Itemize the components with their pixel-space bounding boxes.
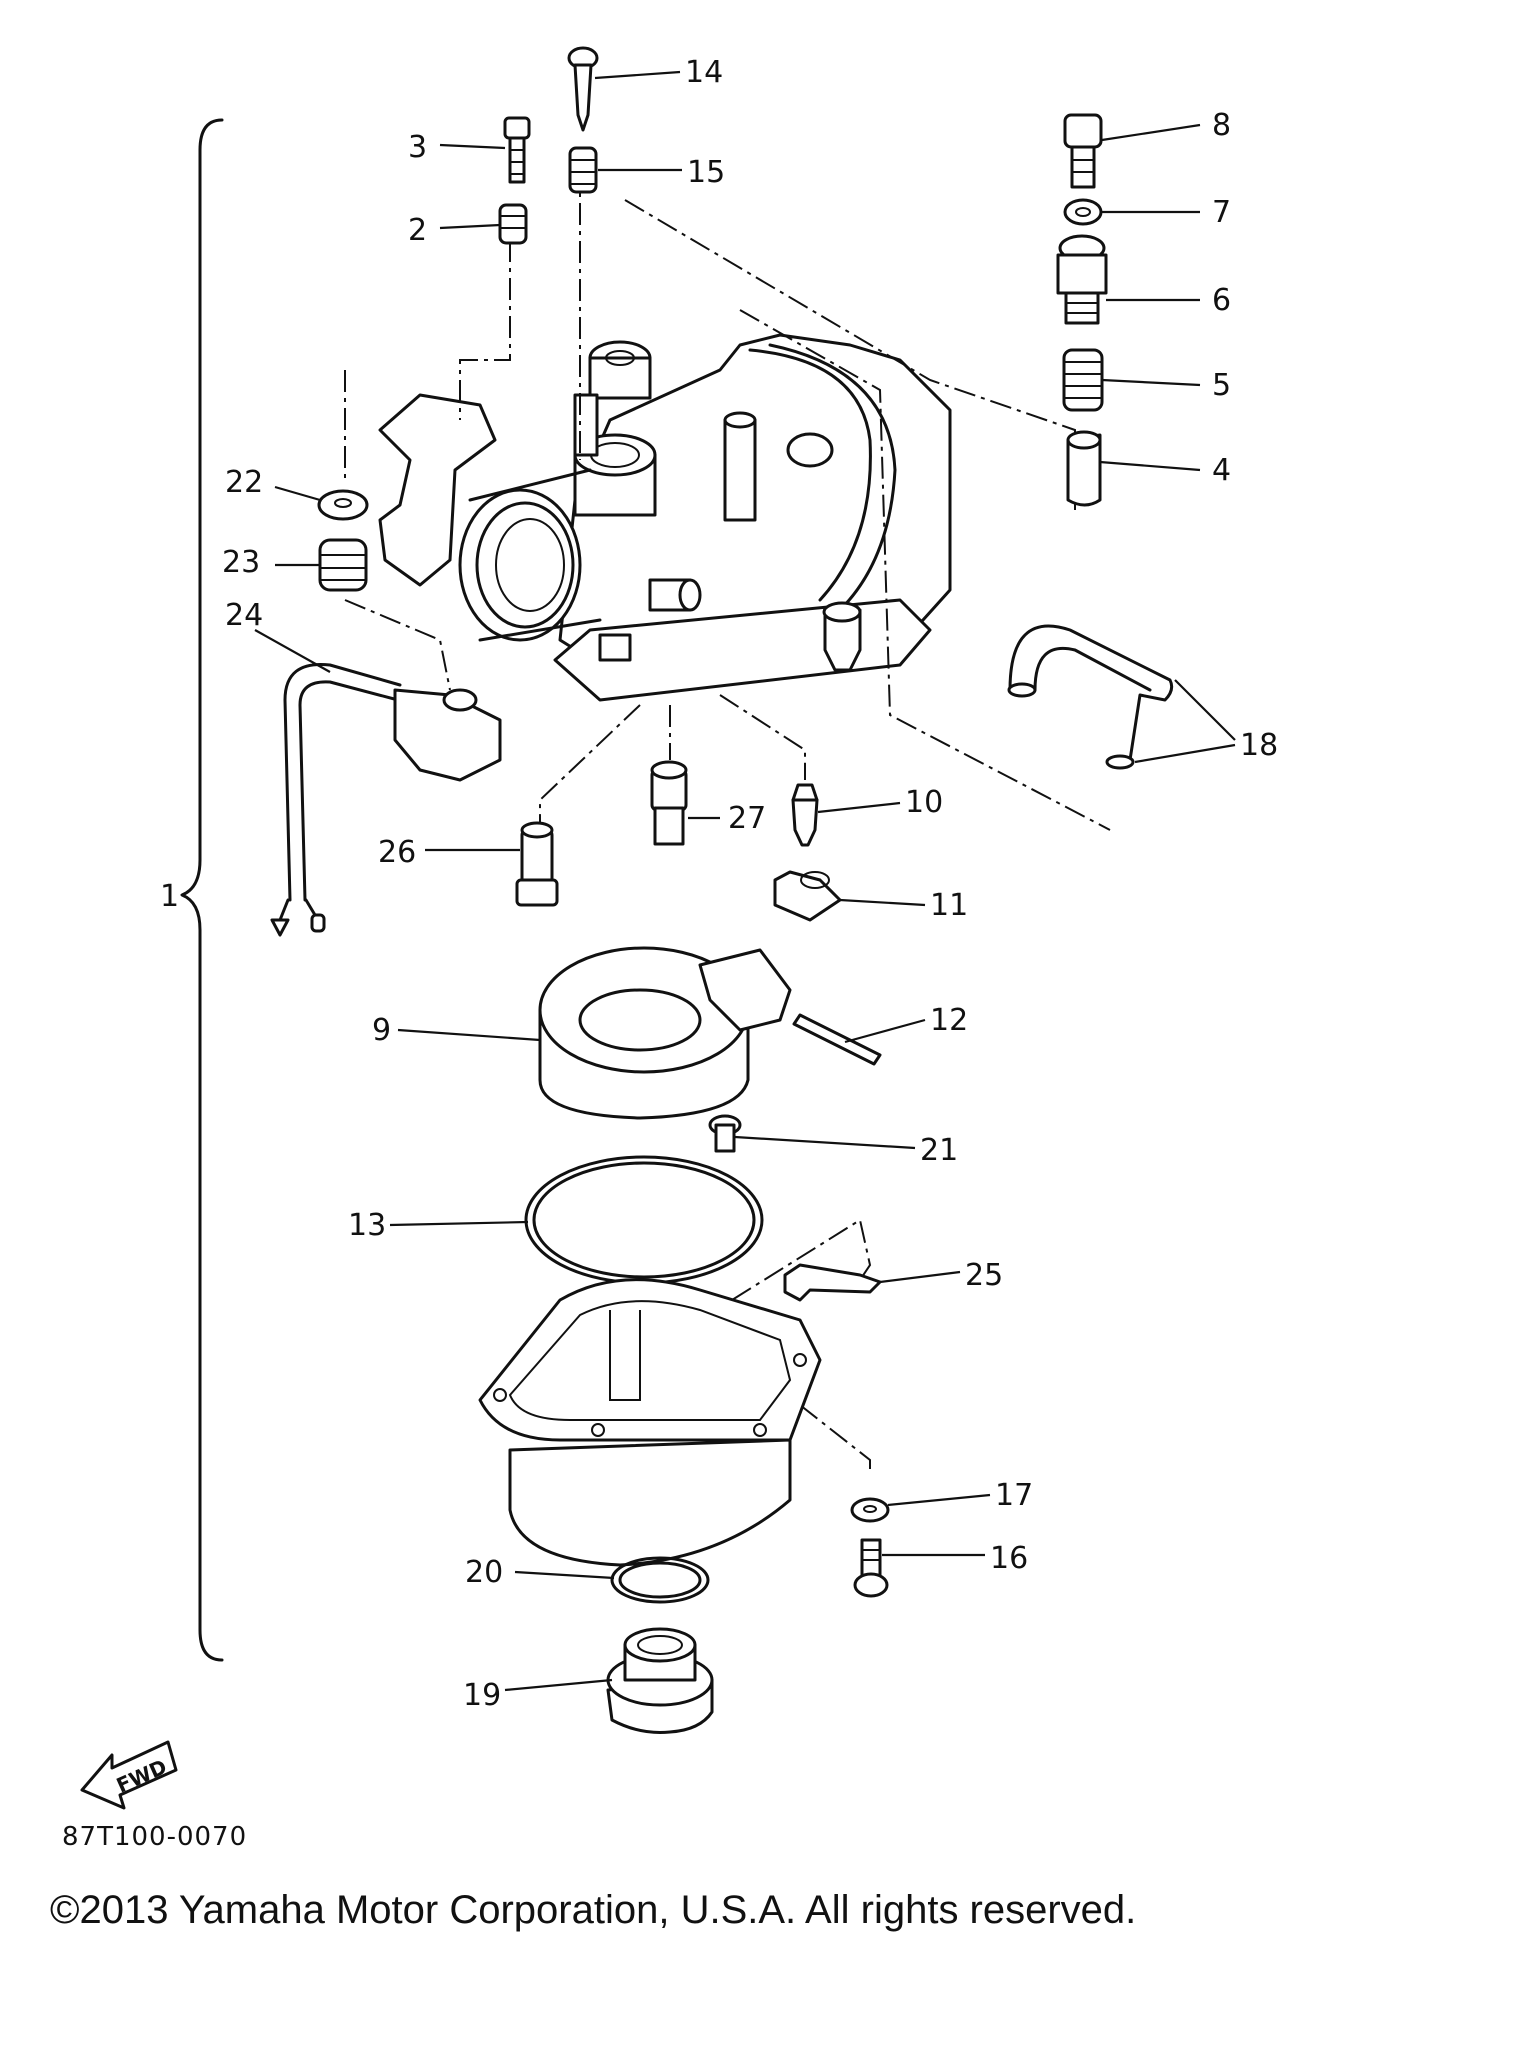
part-26-jet	[515, 821, 559, 907]
callout-12: 12	[930, 1003, 968, 1038]
part-13-oring	[524, 1155, 764, 1285]
copyright-notice: ©2013 Yamaha Motor Corporation, U.S.A. A…	[50, 1888, 1137, 1932]
leader-line-13	[389, 1220, 529, 1227]
callout-14: 14	[685, 55, 723, 90]
part-25-bracket	[783, 1263, 882, 1302]
part-3-screw	[503, 116, 531, 184]
part-5-spring	[1062, 348, 1104, 412]
leader-line-10	[817, 801, 901, 814]
leader-line-19	[504, 1678, 613, 1692]
leader-line-14	[594, 70, 681, 80]
leader-line-24	[254, 629, 331, 673]
leader-line-25	[879, 1270, 961, 1284]
callout-6: 6	[1212, 283, 1231, 318]
part-4-valve	[1066, 430, 1102, 507]
leader-line-11	[839, 898, 926, 907]
part-12-pin	[792, 1013, 882, 1066]
callout-16: 16	[990, 1541, 1028, 1576]
part-7-washer	[1063, 198, 1103, 226]
callout-15: 15	[687, 155, 725, 190]
callout-8: 8	[1212, 108, 1231, 143]
part-23-spring	[318, 538, 368, 592]
part-14-screw	[567, 46, 599, 132]
alignment-line	[344, 599, 451, 691]
part-17-washer	[850, 1497, 890, 1523]
part-27-jet	[650, 760, 688, 846]
alignment-line	[739, 309, 1111, 831]
callout-19: 19	[463, 1678, 501, 1713]
alignment-line	[459, 240, 511, 420]
fwd-arrow: FWD	[80, 1740, 178, 1810]
leader-line-12	[844, 1018, 926, 1044]
part-6-fitting	[1056, 234, 1108, 325]
callout-13: 13	[348, 1208, 386, 1243]
leader-line-4	[1099, 460, 1201, 472]
callout-25: 25	[965, 1258, 1003, 1293]
alignment-line	[539, 704, 641, 825]
leader-line-20	[514, 1570, 615, 1580]
callout-21: 21	[920, 1133, 958, 1168]
callout-7: 7	[1212, 195, 1231, 230]
part-16-screw	[853, 1538, 889, 1598]
leader-line-8	[1101, 123, 1201, 142]
callout-2: 2	[408, 213, 427, 248]
callout-3: 3	[408, 130, 427, 165]
part-19-plug	[606, 1627, 714, 1734]
callout-10: 10	[905, 785, 943, 820]
part-2-spring	[498, 203, 528, 245]
drawing-code: 87T100-0070	[62, 1822, 248, 1852]
part-18-hose	[1007, 624, 1174, 770]
callout-1: 1	[160, 879, 179, 914]
callout-5: 5	[1212, 368, 1231, 403]
leader-line-18b	[1134, 743, 1236, 764]
callout-23: 23	[222, 545, 260, 580]
leader-line-9	[397, 1028, 541, 1042]
part-9-float	[538, 946, 792, 1120]
leader-line-22	[274, 485, 321, 502]
carburetor-body	[378, 333, 952, 702]
callout-27: 27	[728, 801, 766, 836]
callout-9: 9	[372, 1013, 391, 1048]
alignment-line	[799, 1404, 871, 1470]
part-15-spring	[568, 146, 598, 194]
leader-line-21	[734, 1135, 916, 1150]
part-10-needle-valve	[791, 783, 819, 847]
float-bowl	[478, 1278, 822, 1567]
callout-26: 26	[378, 835, 416, 870]
callout-20: 20	[465, 1555, 503, 1590]
leader-line-5	[1101, 378, 1201, 387]
leader-line-18a	[1174, 679, 1236, 741]
assembly-brace	[180, 118, 224, 1662]
leader-line-3	[439, 143, 506, 150]
part-22-washer	[317, 489, 369, 521]
callout-24: 24	[225, 598, 263, 633]
part-11-clip	[773, 870, 842, 922]
alignment-line	[719, 694, 806, 780]
callout-4: 4	[1212, 453, 1231, 488]
part-20-oring	[610, 1556, 710, 1604]
part-8-bolt	[1063, 113, 1103, 189]
part-24-sensor	[270, 662, 502, 937]
callout-18: 18	[1240, 728, 1278, 763]
callout-22: 22	[225, 465, 263, 500]
alignment-line	[699, 1218, 872, 1321]
callout-11: 11	[930, 888, 968, 923]
leader-line-17	[887, 1493, 991, 1507]
leader-line-2	[439, 223, 501, 230]
callout-17: 17	[995, 1478, 1033, 1513]
part-21-screw	[708, 1114, 742, 1153]
